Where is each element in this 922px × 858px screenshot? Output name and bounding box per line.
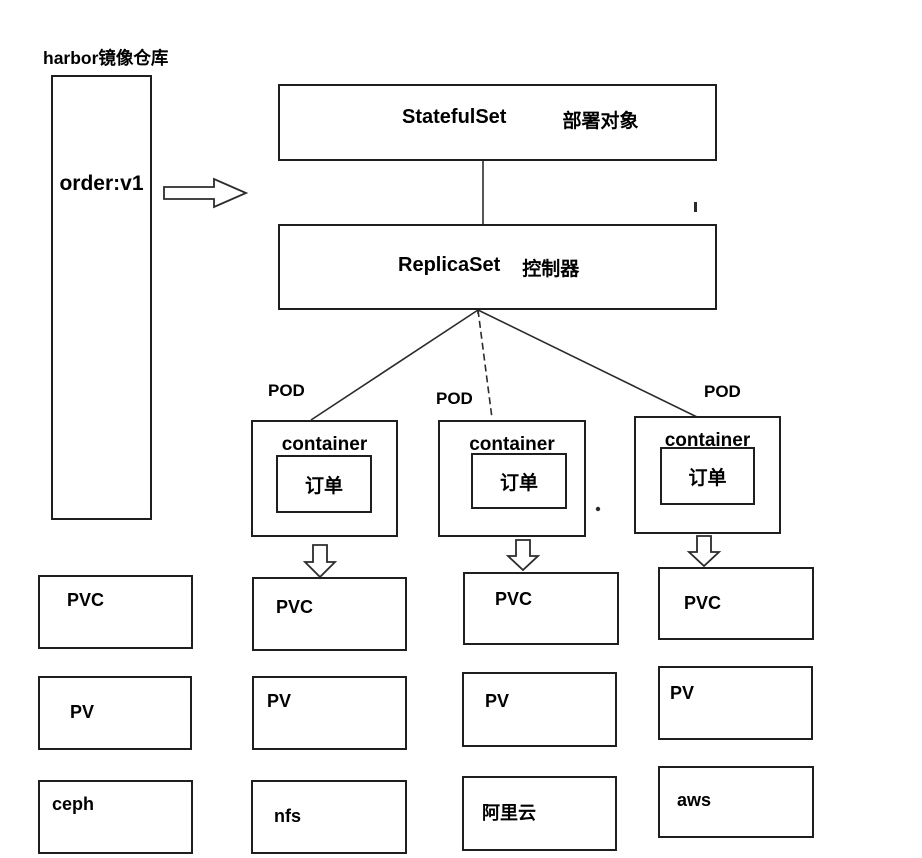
app-box: 订单 (276, 455, 372, 513)
replicaset-pod3-line (477, 309, 698, 418)
replicaset-box: ReplicaSet 控制器 (278, 224, 717, 310)
app-name-label: 订单 (304, 475, 343, 497)
container-label: container (281, 434, 368, 455)
pv-box: PV (658, 666, 813, 740)
down-arrow-icon (505, 539, 541, 572)
app-name-label: 订单 (499, 472, 538, 494)
storage-label: 阿里云 (482, 803, 536, 823)
app-box: 订单 (471, 453, 567, 509)
app-name-label: 订单 (688, 467, 727, 489)
pvc-box: PVC (252, 577, 407, 651)
replicaset-type-label: 控制器 (522, 259, 580, 280)
replicaset-pod2-line (477, 309, 493, 419)
container-label: container (469, 434, 555, 455)
pvc-label: PVC (495, 589, 533, 609)
pv-label: PV (70, 702, 95, 722)
right-arrow-icon (163, 177, 249, 209)
pv-box: PV (38, 676, 192, 750)
pod-box: container 订单 (634, 416, 781, 534)
pod-label: POD (436, 389, 473, 408)
down-arrow-icon (686, 535, 722, 568)
storage-label: nfs (274, 806, 301, 826)
harbor-repo-box: order:v1 (51, 75, 152, 520)
pv-label: PV (670, 683, 695, 703)
container-label: container (664, 430, 751, 451)
pod-label: POD (704, 382, 741, 401)
stray-tick-mark (694, 202, 697, 212)
pv-box: PV (462, 672, 617, 747)
stray-dot (595, 506, 601, 512)
app-box: 订单 (660, 447, 755, 505)
pod-box: container 订单 (251, 420, 398, 537)
storage-box: 阿里云 (462, 776, 617, 851)
pvc-box: PVC (38, 575, 193, 649)
pv-label: PV (485, 691, 510, 711)
image-tag-label: order:v1 (59, 172, 144, 195)
statefulset-label: StatefulSet (402, 106, 507, 128)
pv-label: PV (267, 691, 292, 711)
pvc-label: PVC (684, 593, 722, 613)
replicaset-label: ReplicaSet (398, 254, 501, 276)
pvc-label: PVC (67, 590, 105, 610)
storage-label: ceph (52, 794, 95, 814)
pvc-box: PVC (463, 572, 619, 645)
harbor-repo-label: harbor镜像仓库 (43, 48, 169, 68)
storage-box: ceph (38, 780, 193, 854)
pod-label: POD (268, 381, 305, 400)
statefulset-box: StatefulSet 部署对象 (278, 84, 717, 161)
pod-box: container 订单 (438, 420, 586, 537)
storage-label: aws (677, 790, 712, 810)
pv-box: PV (252, 676, 407, 750)
storage-box: nfs (251, 780, 407, 854)
pvc-box: PVC (658, 567, 814, 640)
storage-box: aws (658, 766, 814, 838)
down-arrow-icon (302, 544, 338, 579)
pvc-label: PVC (276, 597, 314, 617)
statefulset-type-label: 部署对象 (562, 111, 639, 132)
